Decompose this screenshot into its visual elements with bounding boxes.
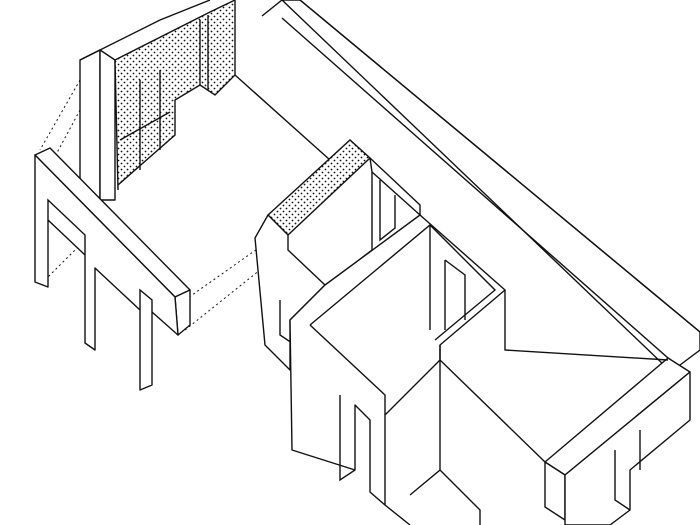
back-wall [79, 0, 331, 201]
room-block [254, 139, 669, 525]
end-wall [544, 357, 691, 525]
left-frame [34, 147, 191, 391]
